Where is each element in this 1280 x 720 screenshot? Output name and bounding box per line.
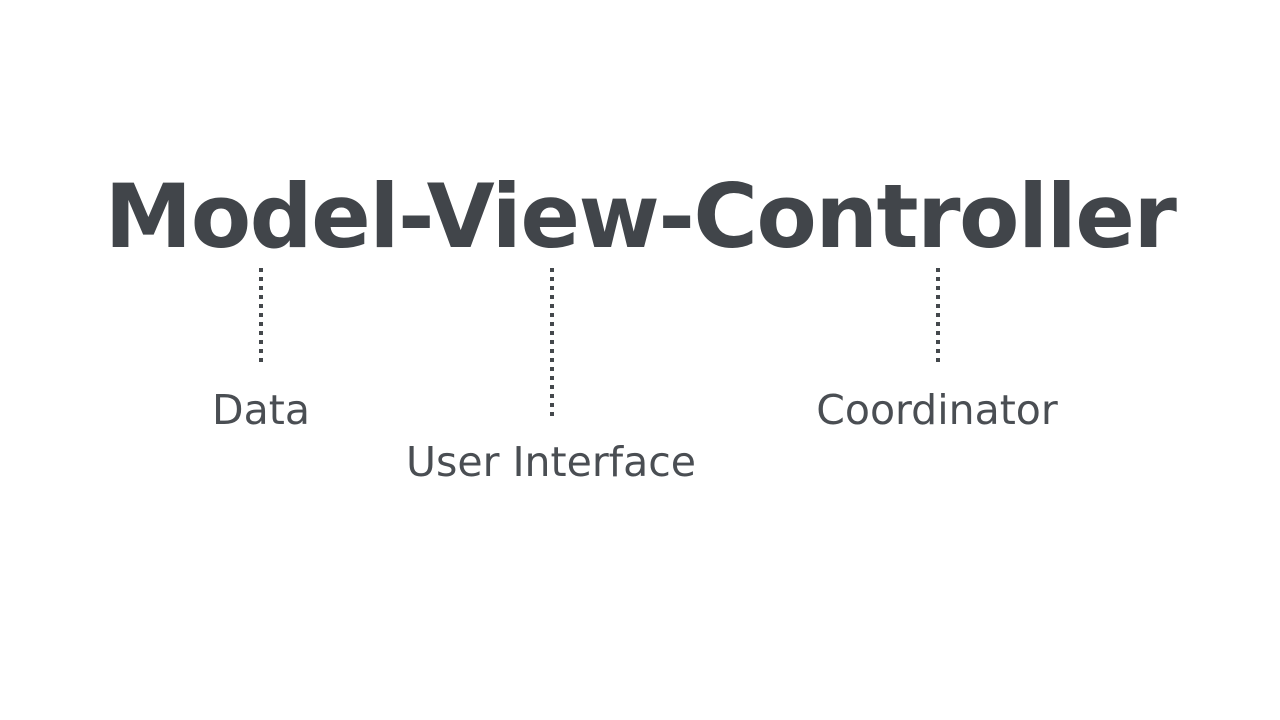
view-connector-dotted-line <box>550 268 554 416</box>
model-label: Data <box>212 386 310 434</box>
page-title: Model-View-Controller <box>104 165 1177 268</box>
view-label: User Interface <box>405 438 697 486</box>
controller-connector-dotted-line <box>936 268 940 364</box>
controller-label: Coordinator <box>816 386 1058 434</box>
model-connector-dotted-line <box>259 268 263 364</box>
